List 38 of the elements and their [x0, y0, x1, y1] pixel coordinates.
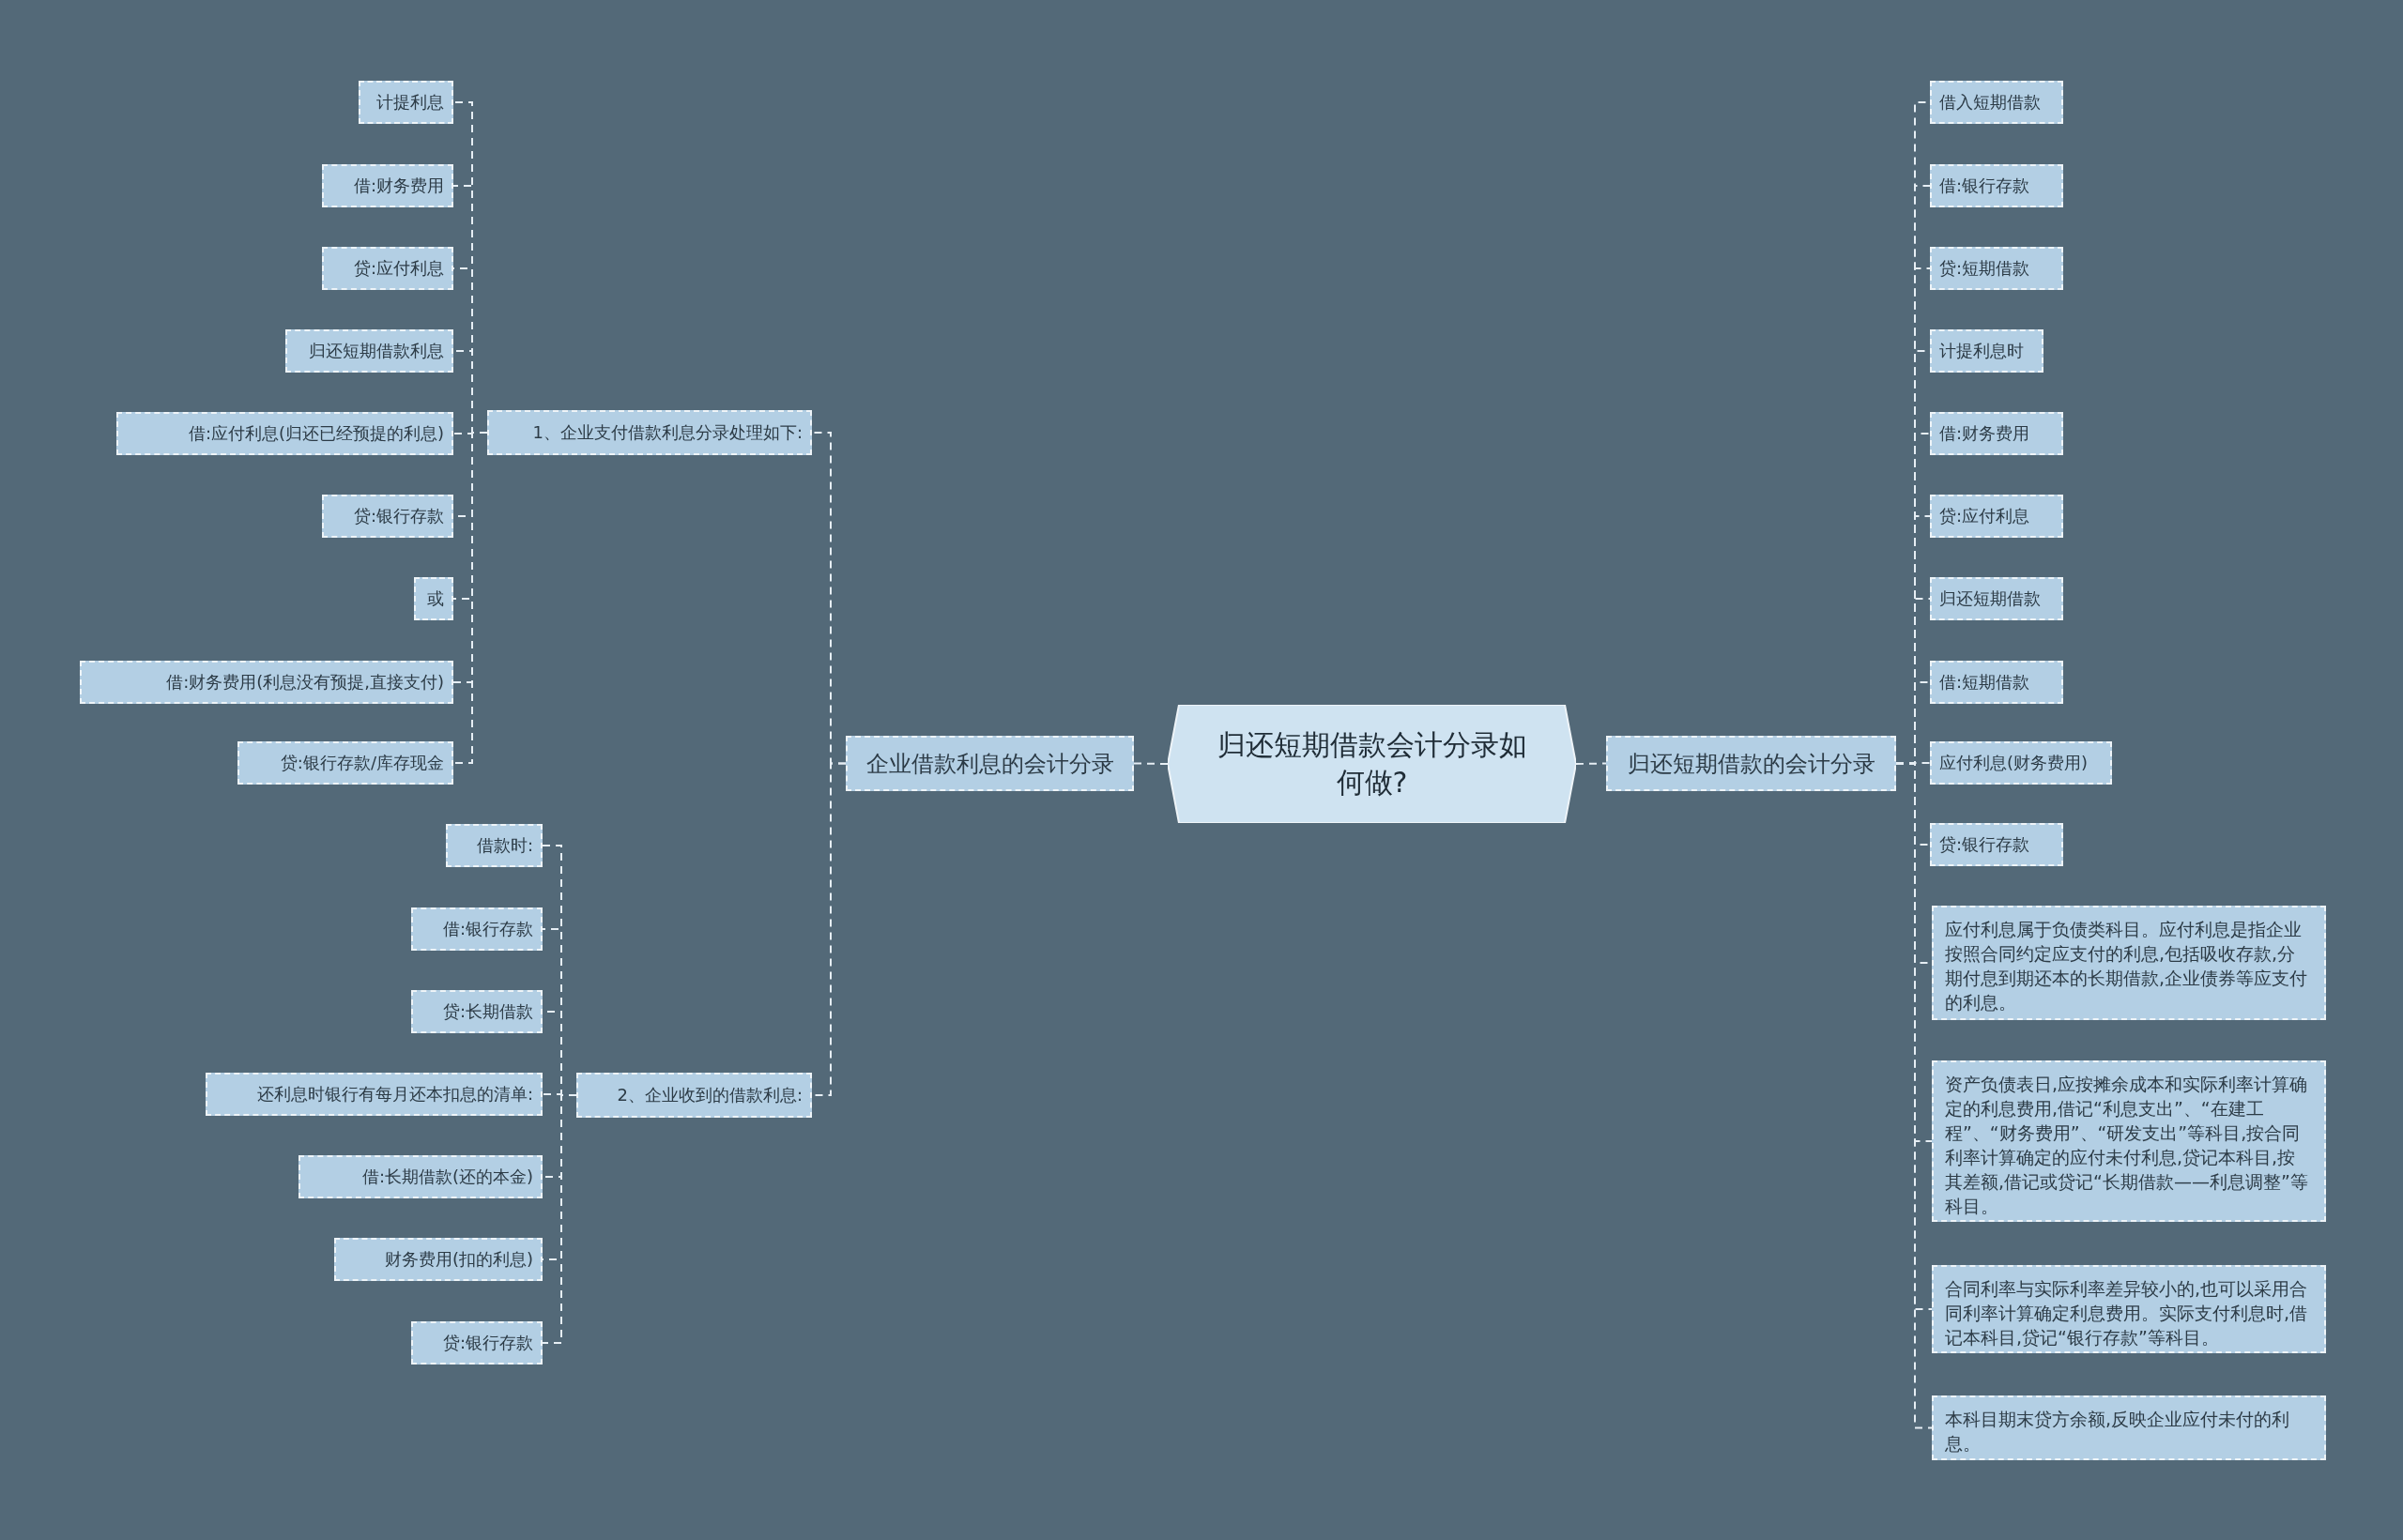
entry-box: 贷:应付利息: [322, 247, 453, 290]
entry-box: 借:短期借款: [1930, 661, 2063, 704]
central-topic: 归还短期借款会计分录如何做?: [1168, 705, 1576, 823]
entry-box: 贷:银行存款/库存现金: [237, 741, 453, 785]
entry-box: 借:应付利息(归还已经预提的利息): [116, 412, 453, 455]
connector: [542, 1094, 577, 1344]
entry-box: 贷:应付利息: [1930, 495, 2063, 538]
entry-box: 贷:银行存款: [411, 1321, 543, 1365]
entry-box: 贷:银行存款: [322, 495, 453, 538]
note-box: 合同利率与实际利率差异较小的,也可以采用合同利率计算确定利息费用。实际支付利息时,借记本科目,贷记“银行存款”等科目。: [1932, 1265, 2326, 1353]
entry-box: 财务费用(扣的利息): [334, 1238, 543, 1281]
entry-box: 借:银行存款: [411, 907, 543, 951]
entry-box: 贷:短期借款: [1930, 247, 2063, 290]
note-box: 应付利息属于负债类科目。应付利息是指企业按照合同约定应支付的利息,包括吸收存款,分期付息到期还本的长期借款,企业债券等应支付的利息。: [1932, 906, 2326, 1020]
entry-box: 借:财务费用: [322, 164, 453, 207]
entry-box: 应付利息(财务费用): [1930, 741, 2112, 785]
entry-box: 计提利息时: [1930, 329, 2043, 373]
entry-box: 贷:长期借款: [411, 990, 543, 1033]
entry-box: 借:财务费用(利息没有预提,直接支付): [80, 661, 453, 704]
entry-box: 借入短期借款: [1930, 81, 2063, 124]
entry-box: 还利息时银行有每月还本扣息的清单:: [206, 1073, 543, 1116]
entry-box: 2、企业收到的借款利息:: [576, 1073, 812, 1118]
entry-box: 1、企业支付借款利息分录处理如下:: [487, 410, 812, 455]
entry-box: 归还短期借款: [1930, 577, 2063, 620]
note-box: 本科目期末贷方余额,反映企业应付未付的利息。: [1932, 1395, 2326, 1460]
entry-box: 借款时:: [446, 824, 543, 867]
entry-box: 计提利息: [359, 81, 453, 124]
note-box: 资产负债表日,应按摊余成本和实际利率计算确定的利息费用,借记“利息支出”、“在建工程”、“财务费用”、“研发支出”等科目,按合同利率计算确定的应付未付利息,贷记本科目,按其差额,借记或贷记“长期借款——利息调整”等科目。: [1932, 1060, 2326, 1222]
branch-topic: 企业借款利息的会计分录: [846, 736, 1134, 791]
branch-topic: 归还短期借款的会计分录: [1606, 736, 1896, 791]
entry-box: 归还短期借款利息: [285, 329, 453, 373]
entry-box: 贷:银行存款: [1930, 823, 2063, 866]
connector: [1133, 762, 1169, 765]
connector: [1575, 762, 1607, 765]
entry-box: 借:财务费用: [1930, 412, 2063, 455]
entry-box: 或: [414, 577, 453, 620]
entry-box: 借:银行存款: [1930, 164, 2063, 207]
entry-box: 借:长期借款(还的本金): [298, 1155, 543, 1198]
